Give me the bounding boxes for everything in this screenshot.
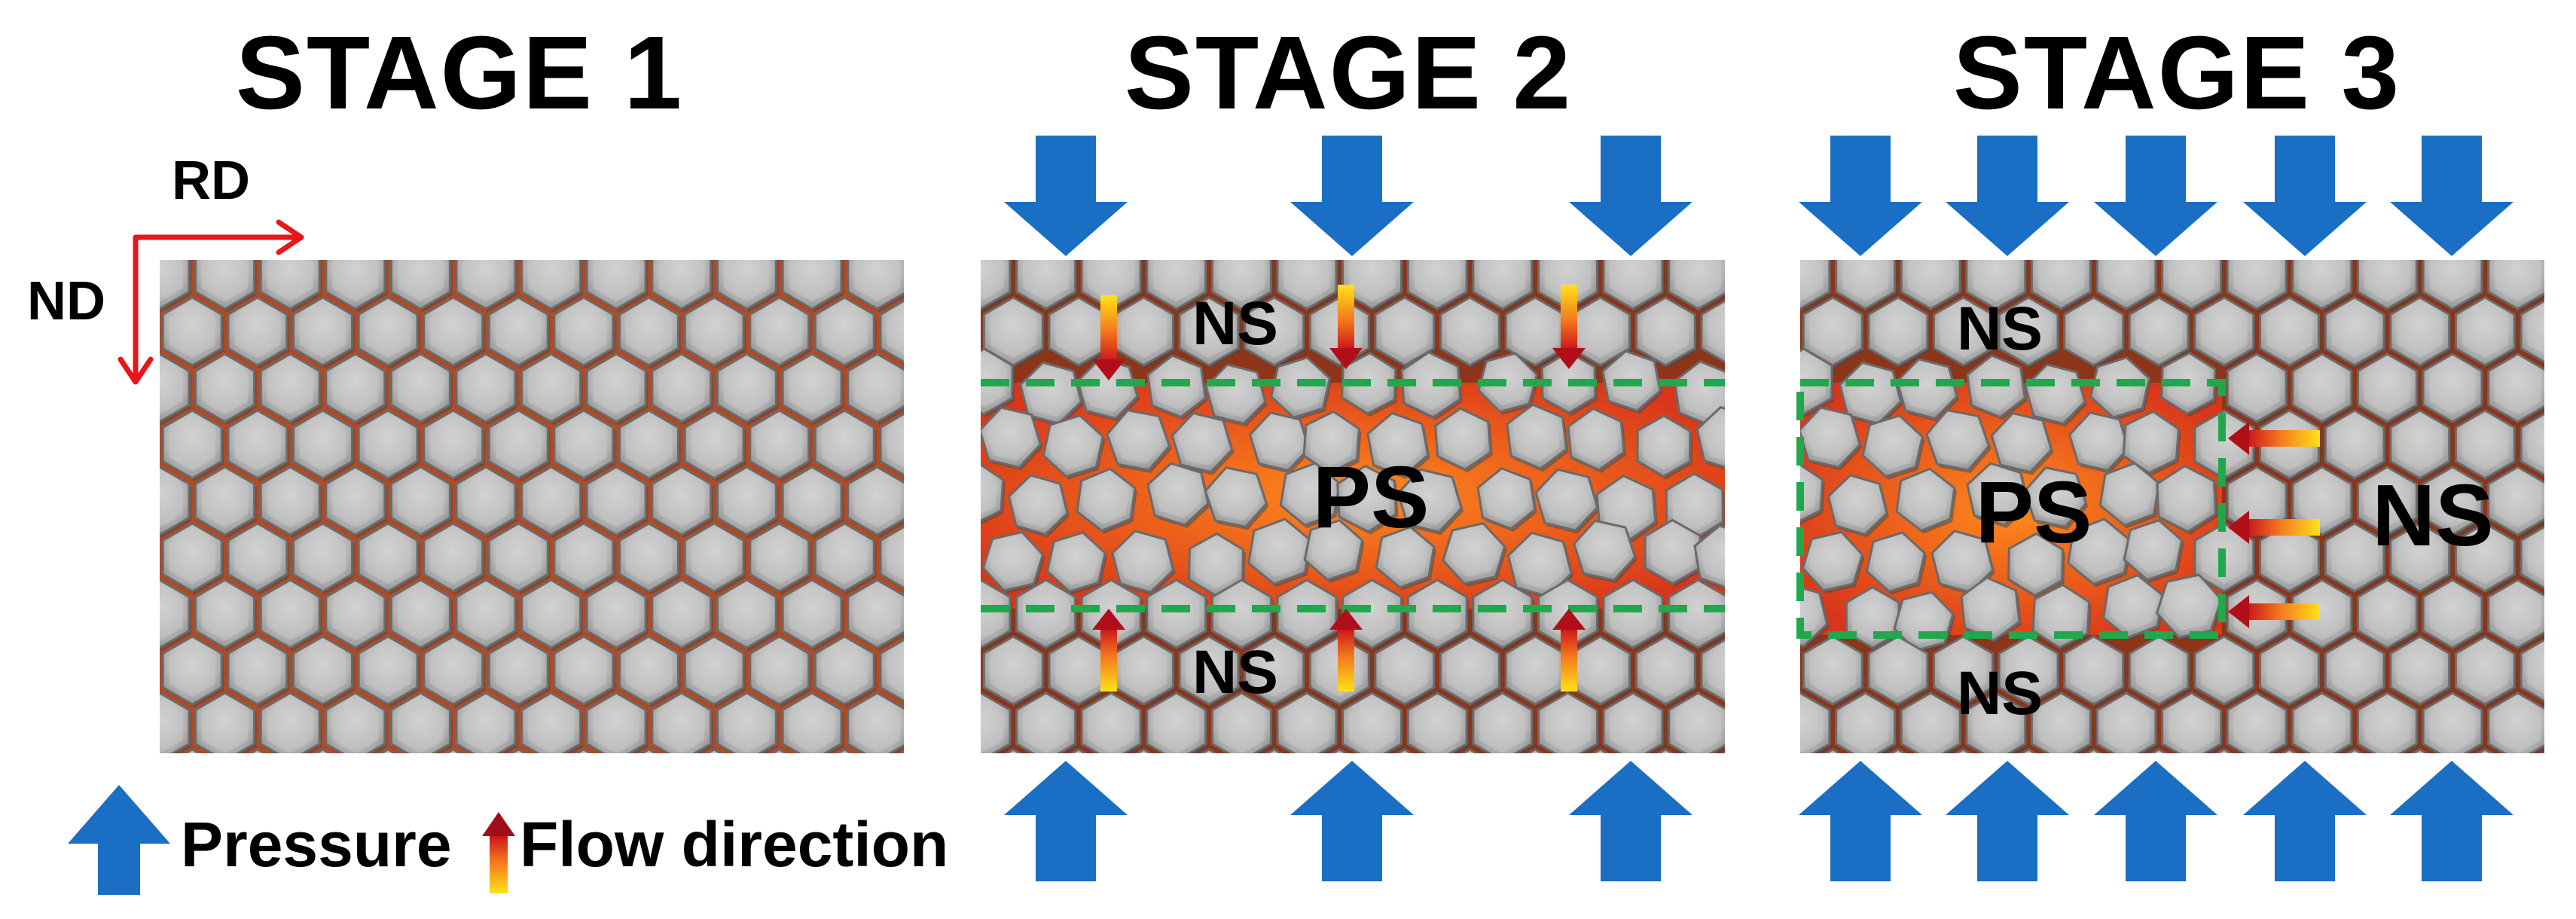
legend-flow-label: Flow direction — [520, 809, 949, 880]
stage-3-flow-left-arrow-2 — [2228, 511, 2320, 544]
axis-lines — [133, 234, 301, 381]
rd-arrowhead-icon — [276, 219, 304, 255]
stage-2-hexagon-lattice — [981, 260, 1725, 753]
stage-3-pressure-down-arrow-3 — [2094, 136, 2217, 256]
stage-3-pressure-down-arrow-5 — [2390, 136, 2513, 256]
stage-2-pressure-up-arrow-3 — [1569, 761, 1692, 881]
stage-2-bottom-ns-label: NS — [1192, 638, 1278, 707]
stage-2-top-ns-label: NS — [1192, 289, 1278, 358]
axis-arrows — [118, 219, 304, 385]
legend-pressure-icon — [68, 785, 170, 895]
flow-arrows — [1092, 285, 2320, 692]
nd-label: ND — [27, 271, 105, 331]
stage-2-flow-down-arrow-1 — [1092, 295, 1125, 380]
stage-2-flow-up-arrow-3 — [1552, 609, 1586, 692]
stage-1-title: STAGE 1 — [235, 15, 684, 131]
stage-2-pressure-down-arrow-1 — [1004, 136, 1128, 256]
stage-2-pressure-up-arrow-2 — [1290, 761, 1414, 881]
stage-3-bottom-ns-label: NS — [1957, 659, 2043, 728]
stage-1-panel — [160, 260, 904, 753]
stage-2-title: STAGE 2 — [1124, 15, 1573, 131]
stage-3-right-ns-label: NS — [2372, 466, 2494, 564]
stage-2-pressure-up-arrow-1 — [1004, 761, 1128, 881]
stage-3-hexagon-lattice — [1800, 260, 2544, 753]
stage-2-ps-label: PS — [1312, 448, 1430, 546]
legend — [68, 785, 515, 895]
stage-3-pressure-down-arrow-4 — [2243, 136, 2367, 256]
stage-3-pressure-up-arrow-5 — [2390, 761, 2513, 881]
stage-2-flow-down-arrow-2 — [1329, 285, 1363, 369]
stage-3-pressure-up-arrow-2 — [1946, 761, 2069, 881]
rd-label: RD — [172, 151, 250, 211]
stage-1-hexagon-lattice — [160, 260, 904, 753]
stage-3-panel — [1796, 260, 2544, 753]
stage-3-pressure-up-arrow-3 — [2094, 761, 2217, 881]
stage-3-pressure-up-arrow-4 — [2243, 761, 2367, 881]
stage-3-top-ns-label: NS — [1957, 295, 2043, 363]
stage-3-flow-left-arrow-3 — [2228, 595, 2320, 628]
legend-flow-head-icon — [482, 812, 515, 836]
stage-3-ps-label: PS — [1975, 463, 2092, 561]
stage-3-ps-boundary — [1796, 379, 2226, 639]
legend-pressure-label: Pressure — [181, 809, 452, 880]
stage-3-pressure-down-arrow-2 — [1946, 136, 2069, 256]
legend-flow-shaft-icon — [490, 835, 508, 893]
stage-3-flow-left-arrow-1 — [2228, 422, 2320, 455]
stage-3-pressure-up-arrow-1 — [1799, 761, 1922, 881]
stage-2-pressure-down-arrow-3 — [1569, 136, 1692, 256]
stage-2-flow-up-arrow-2 — [1329, 609, 1363, 692]
stage-3-title: STAGE 3 — [1952, 15, 2401, 131]
stage-2-pressure-down-arrow-2 — [1290, 136, 1414, 256]
stage-2-flow-up-arrow-1 — [1092, 609, 1125, 692]
pressure-arrows — [1004, 136, 2513, 881]
stage-2-flow-down-arrow-3 — [1552, 285, 1586, 369]
nd-arrowhead-icon — [118, 356, 154, 385]
stage-3-pressure-down-arrow-1 — [1799, 136, 1922, 256]
